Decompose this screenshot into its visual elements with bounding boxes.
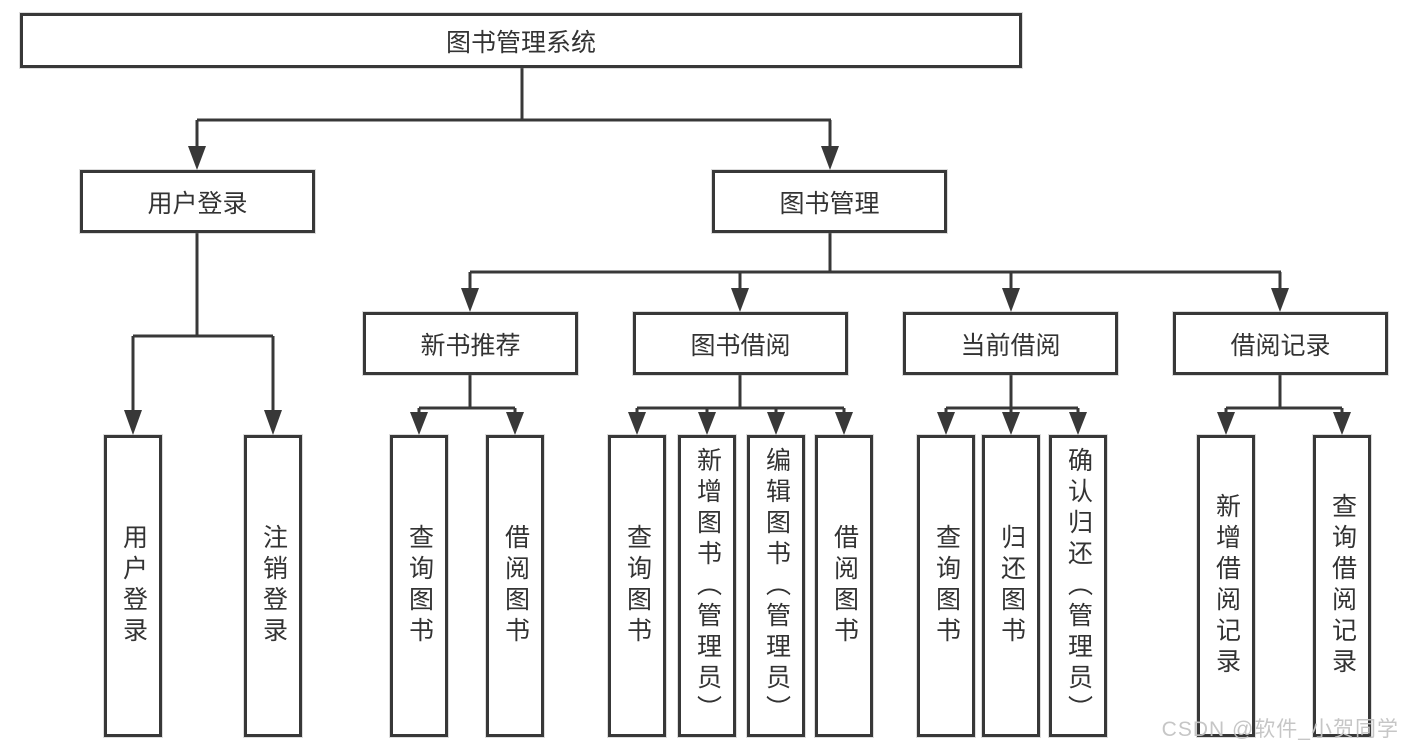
node-logout-action: 注销登录 bbox=[244, 435, 302, 737]
node-add-borrow-record: 新增借阅记录 bbox=[1197, 435, 1255, 737]
node-book-borrowing: 图书借阅 bbox=[633, 312, 848, 375]
node-label: 注销登录 bbox=[259, 524, 288, 648]
node-current-borrowing: 当前借阅 bbox=[903, 312, 1118, 375]
arrowhead-down-icon bbox=[835, 412, 853, 435]
node-label: 归还图书 bbox=[997, 524, 1026, 648]
node-label: 用户登录 bbox=[119, 524, 148, 648]
arrowhead-down-icon bbox=[1002, 288, 1020, 312]
node-borrow-books-borrowing: 借阅图书 bbox=[815, 435, 873, 737]
node-label: 借阅图书 bbox=[501, 524, 530, 648]
arrowhead-down-icon bbox=[1333, 412, 1351, 435]
watermark: CSDN @软件_小贺同学 bbox=[1161, 718, 1399, 741]
node-label: 确认归还（管理员） bbox=[1064, 446, 1093, 726]
arrowhead-down-icon bbox=[461, 288, 479, 312]
node-borrowing-records: 借阅记录 bbox=[1173, 312, 1388, 375]
node-add-books-admin: 新增图书（管理员） bbox=[678, 435, 736, 737]
arrowhead-down-icon bbox=[1002, 412, 1020, 435]
node-label: 查询借阅记录 bbox=[1328, 493, 1357, 679]
node-return-books: 归还图书 bbox=[982, 435, 1040, 737]
node-label: 查询图书 bbox=[405, 524, 434, 648]
node-label: 新增借阅记录 bbox=[1212, 493, 1241, 679]
node-label: 查询图书 bbox=[623, 524, 652, 648]
arrowhead-down-icon bbox=[506, 412, 524, 435]
node-user-login: 用户登录 bbox=[80, 170, 315, 233]
node-edit-books-admin: 编辑图书（管理员） bbox=[747, 435, 805, 737]
arrowhead-down-icon bbox=[767, 412, 785, 435]
node-query-borrow-record: 查询借阅记录 bbox=[1313, 435, 1371, 737]
arrowhead-down-icon bbox=[188, 146, 206, 170]
node-borrow-books-recommend: 借阅图书 bbox=[486, 435, 544, 737]
arrowhead-down-icon bbox=[628, 412, 646, 435]
node-query-books-recommend: 查询图书 bbox=[390, 435, 448, 737]
node-label: 借阅图书 bbox=[830, 524, 859, 648]
node-label: 新增图书（管理员） bbox=[693, 446, 722, 726]
node-confirm-return-admin: 确认归还（管理员） bbox=[1049, 435, 1107, 737]
arrowhead-down-icon bbox=[1271, 288, 1289, 312]
node-user-login-action: 用户登录 bbox=[104, 435, 162, 737]
arrowhead-down-icon bbox=[410, 412, 428, 435]
arrowhead-down-icon bbox=[821, 146, 839, 170]
arrowhead-down-icon bbox=[264, 410, 282, 435]
node-query-books-current: 查询图书 bbox=[917, 435, 975, 737]
arrowhead-down-icon bbox=[937, 412, 955, 435]
arrowhead-down-icon bbox=[698, 412, 716, 435]
node-label: 查询图书 bbox=[932, 524, 961, 648]
arrowhead-down-icon bbox=[731, 288, 749, 312]
node-book-management: 图书管理 bbox=[712, 170, 947, 233]
node-query-books-borrowing: 查询图书 bbox=[608, 435, 666, 737]
node-label: 编辑图书（管理员） bbox=[762, 446, 791, 726]
arrowhead-down-icon bbox=[1069, 412, 1087, 435]
arrowhead-down-icon bbox=[124, 410, 142, 435]
arrowhead-down-icon bbox=[1217, 412, 1235, 435]
node-book-management-system: 图书管理系统 bbox=[20, 13, 1022, 68]
node-new-book-recommend: 新书推荐 bbox=[363, 312, 578, 375]
